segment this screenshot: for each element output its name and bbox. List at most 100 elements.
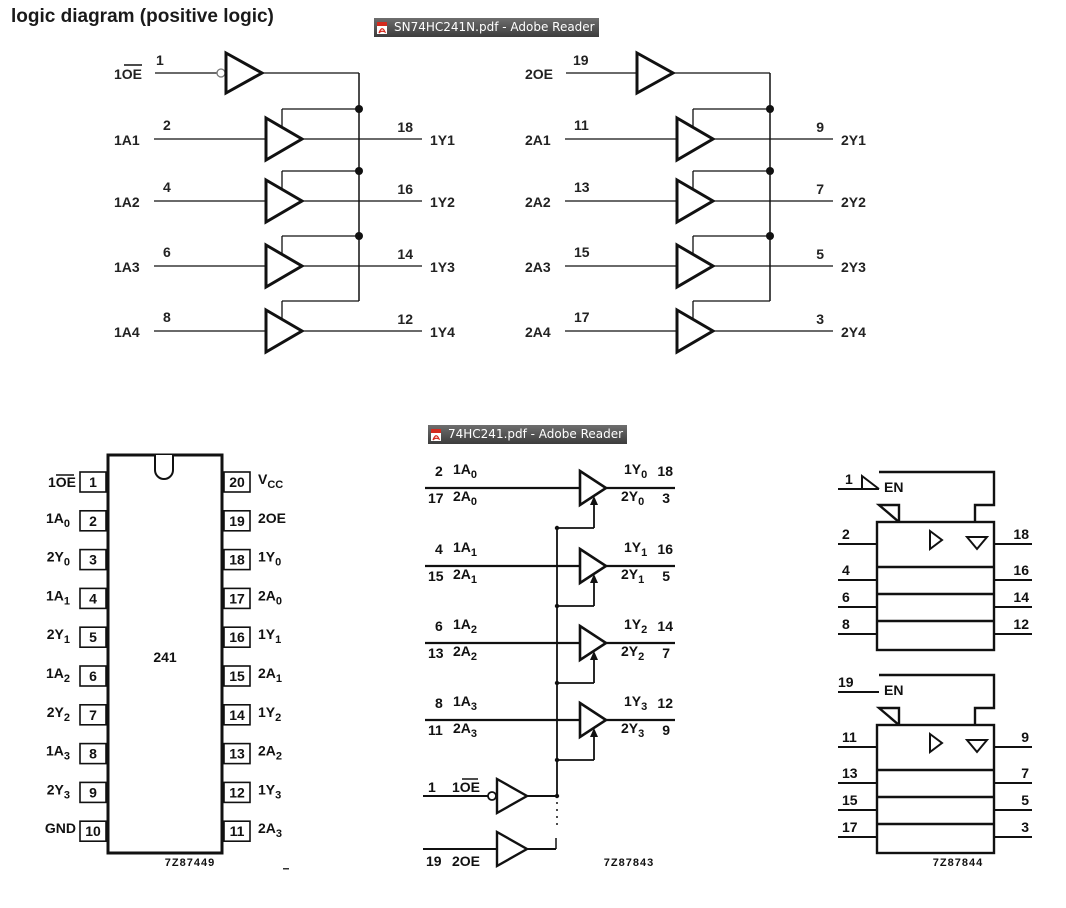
pin-number: 19 — [229, 513, 245, 529]
tristate-qualifier — [964, 536, 990, 551]
output-label: 1Y2 — [624, 616, 647, 636]
output-label: 2Y2 — [621, 643, 644, 663]
pin-number: 8 — [89, 746, 97, 762]
pin-number: 8 — [163, 309, 171, 325]
pin-number: 20 — [229, 474, 245, 490]
output-label: 1Y4 — [430, 324, 455, 340]
input-label: 2A4 — [525, 324, 551, 340]
tristate-buffer — [675, 242, 716, 290]
pin-number: 19 — [838, 674, 854, 690]
pin-box — [223, 703, 251, 726]
reader-tab-sn74hc241n[interactable]: SN74HC241N.pdf - Adobe Reader — [374, 18, 599, 37]
pin-box — [79, 587, 107, 610]
pin-name: 1Y0 — [258, 549, 281, 569]
pin-number: 5 — [816, 246, 824, 262]
reader-tab-74hc241[interactable]: 74HC241.pdf - Adobe Reader — [428, 425, 628, 444]
pin-name: 1A2 — [46, 665, 70, 685]
junction-dot — [355, 167, 363, 175]
pin-name: 2A1 — [258, 665, 282, 685]
reader-tab-label: SN74HC241N.pdf - Adobe Reader — [394, 20, 595, 34]
pin-name: 1A3 — [46, 743, 70, 763]
tristate-buffer — [578, 468, 609, 508]
junction-dot — [766, 167, 774, 175]
pin-number: 11 — [842, 729, 857, 745]
pin-number: 4 — [435, 541, 443, 557]
pin-name: VCC — [258, 471, 283, 491]
enable-arrow — [590, 574, 598, 583]
pin-number: 18 — [657, 463, 673, 479]
tristate-buffer — [675, 177, 716, 225]
pin-name: 2Y2 — [47, 704, 70, 724]
pin-number: 14 — [397, 246, 413, 262]
pin-number: 17 — [574, 309, 590, 325]
pin-number: 14 — [657, 618, 673, 634]
enable-arrow — [590, 728, 598, 737]
output-label: 2Y3 — [621, 720, 644, 740]
output-label: 2Y1 — [841, 132, 866, 148]
output-label: 1Y2 — [430, 194, 455, 210]
pin1-notch — [154, 455, 174, 480]
page-title: logic diagram (positive logic) — [11, 6, 274, 27]
dip-pinout: 2417Z8744911OE21A032Y041A152Y161A272Y281… — [45, 453, 289, 870]
pin-number: 16 — [657, 541, 673, 557]
pin-box — [79, 820, 107, 843]
part-number: 241 — [153, 649, 177, 665]
pin-name: 2Y1 — [47, 626, 70, 646]
pin-box — [79, 548, 107, 571]
pin-number: 9 — [816, 119, 824, 135]
iec-body — [875, 723, 996, 855]
tristate-qualifier — [964, 739, 990, 754]
enable-label: 1OE — [452, 779, 480, 795]
pin-number: 2 — [163, 117, 171, 133]
pin-name: 2A0 — [258, 587, 282, 607]
junction-dot — [766, 232, 774, 240]
pin-number: 2 — [435, 463, 443, 479]
pin-number: 2 — [89, 513, 97, 529]
pin-number: 19 — [426, 853, 442, 869]
pin-number: 13 — [842, 765, 858, 781]
tristate-buffer — [675, 307, 716, 355]
buffer-qualifier — [929, 529, 944, 551]
pin-number: 19 — [573, 52, 589, 68]
pin-number: 4 — [89, 590, 97, 606]
pin-number: 15 — [574, 244, 590, 260]
drawing-code: 7Z87449 — [165, 857, 215, 869]
input-label: 2A3 — [525, 259, 551, 275]
input-label: 1A4 — [114, 324, 140, 340]
input-label: 2A2 — [453, 643, 477, 663]
input-label: 1A1 — [114, 132, 140, 148]
enable-label: 1OE — [114, 66, 142, 82]
tristate-buffer — [578, 623, 609, 663]
pin-box — [223, 665, 251, 687]
enable-label: 2OE — [452, 853, 480, 869]
output-label: 1Y3 — [624, 693, 647, 713]
pin-box — [79, 742, 107, 765]
pin-number: 3 — [1021, 819, 1029, 835]
inversion-bubble — [216, 68, 226, 78]
input-label: 1A1 — [453, 539, 477, 559]
pin-number: 4 — [842, 562, 850, 578]
pin-name: 2OE — [258, 510, 286, 526]
stray-mark — [283, 868, 289, 870]
pin-box — [223, 548, 251, 571]
pin-number: 4 — [163, 179, 171, 195]
pdf-icon — [376, 21, 390, 35]
junction-dot — [355, 105, 363, 113]
pin-number: 9 — [89, 784, 97, 800]
drawing-code: 7Z87844 — [933, 857, 983, 869]
input-label: 2A3 — [453, 720, 477, 740]
pin-number: 1 — [89, 474, 97, 490]
pin-number: 9 — [1021, 729, 1029, 745]
input-label: 2A1 — [453, 566, 477, 586]
pin-number: 12 — [397, 311, 413, 327]
pin-number: 7 — [89, 707, 97, 723]
pin-number: 11 — [428, 722, 443, 738]
buffer-qualifier — [929, 732, 944, 754]
pin-number: 13 — [229, 746, 245, 762]
pin-name: 2Y0 — [47, 549, 70, 569]
pin-number: 3 — [816, 311, 824, 327]
